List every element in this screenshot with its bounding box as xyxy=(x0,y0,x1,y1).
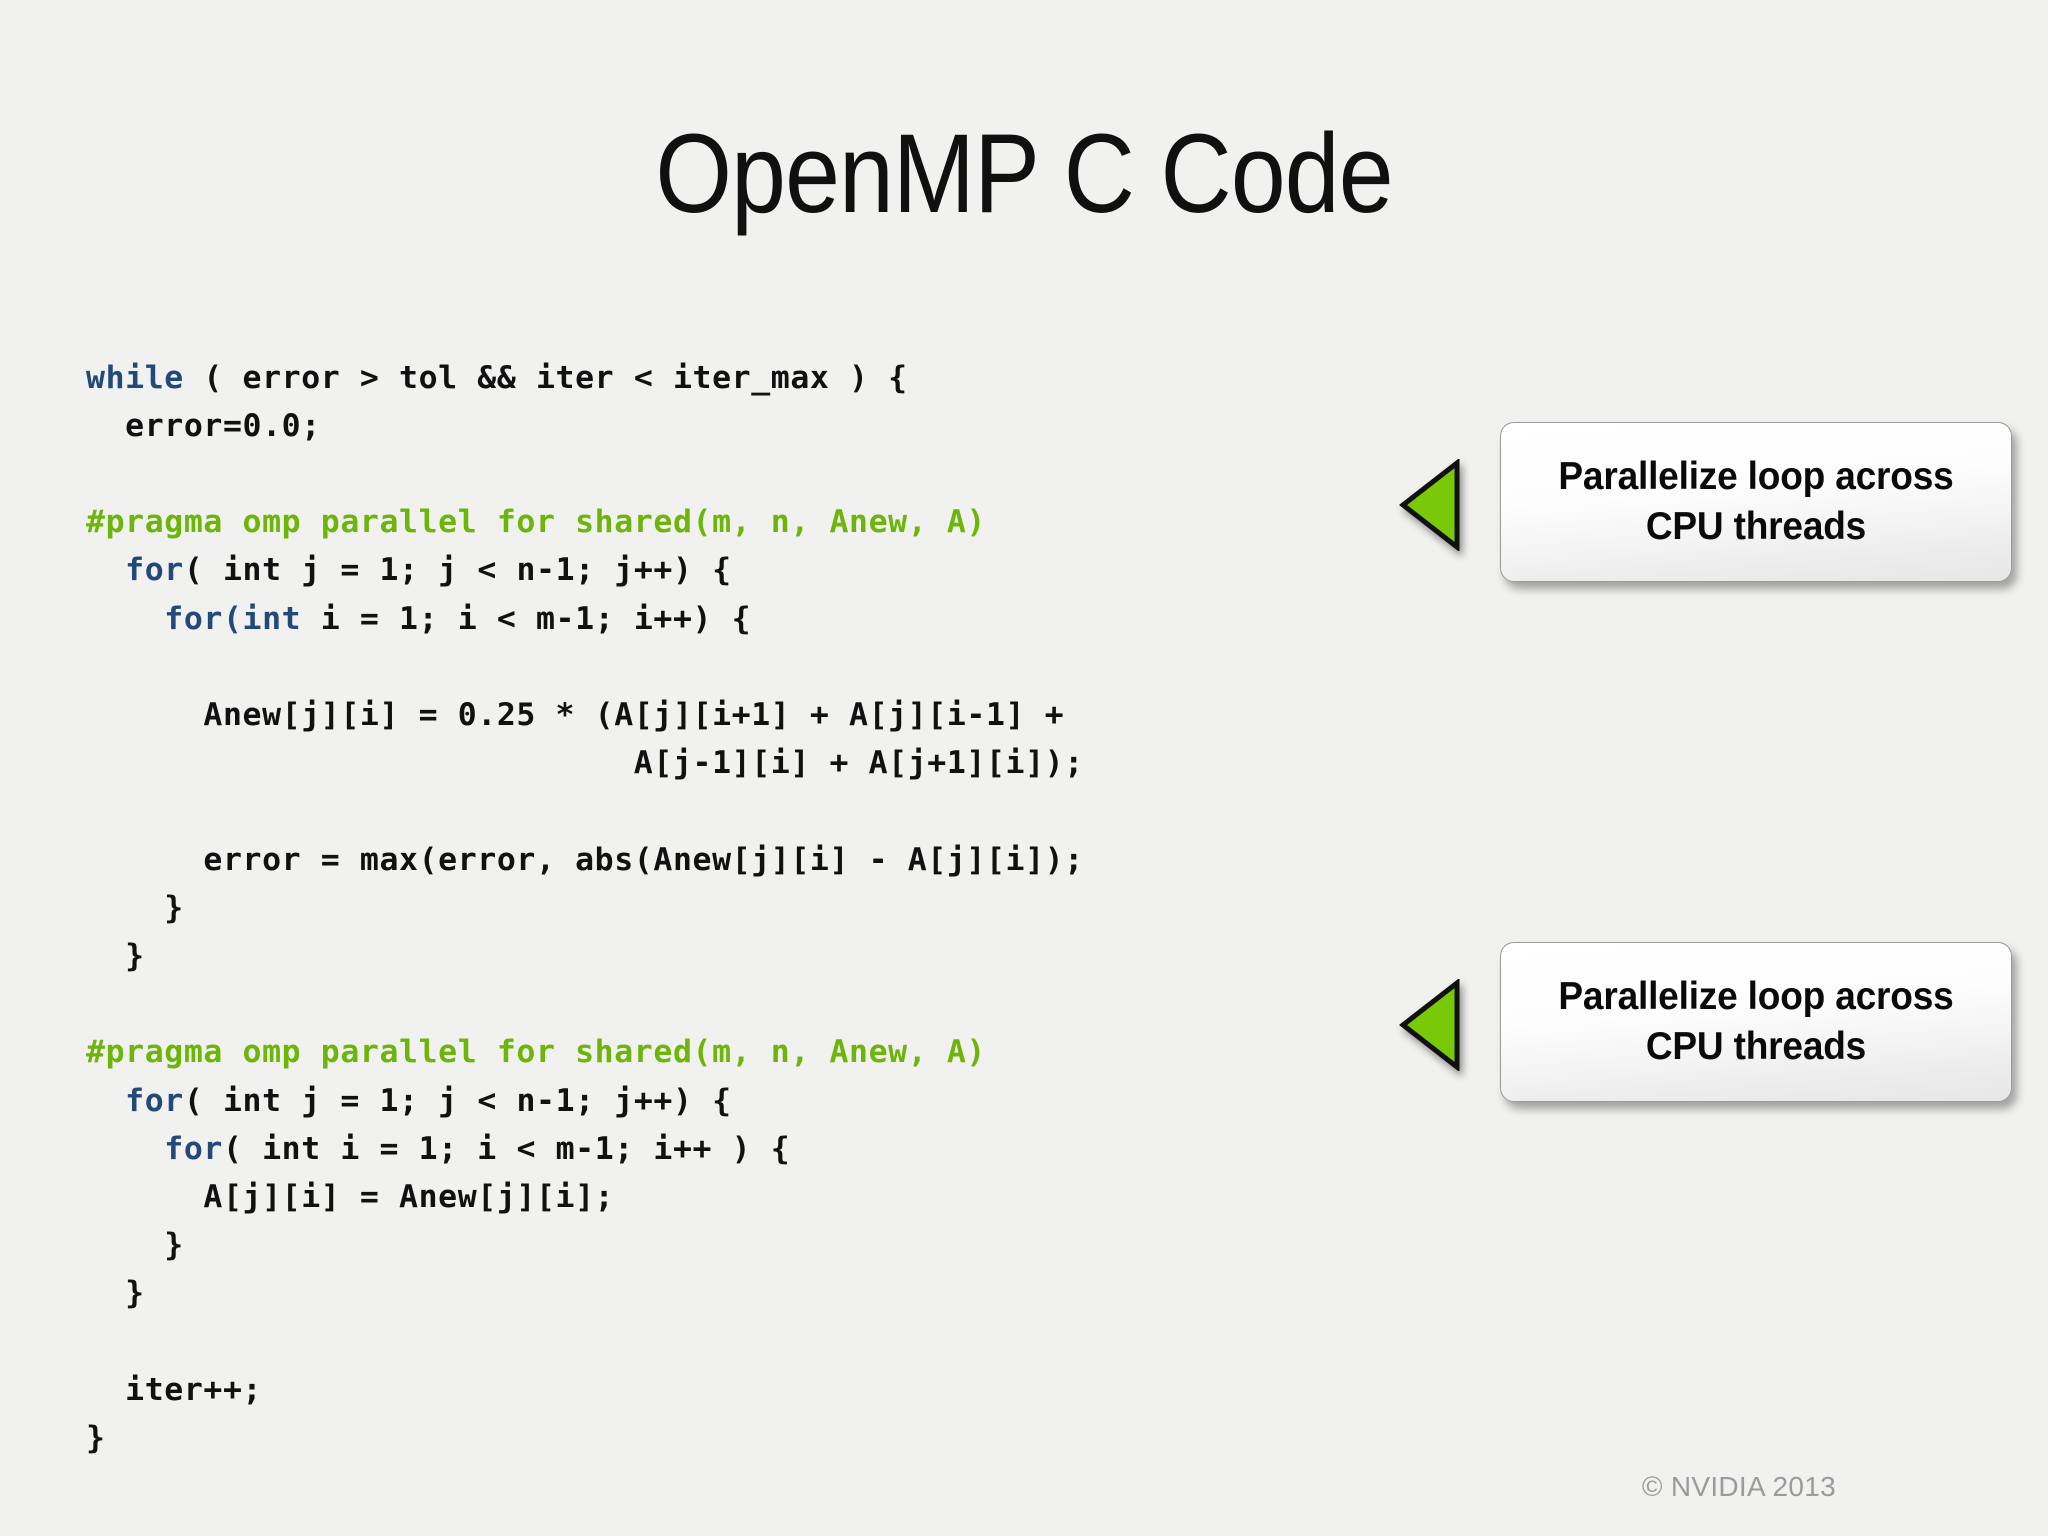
code-line xyxy=(86,450,1376,498)
code-line: for( int j = 1; j < n-1; j++) { xyxy=(86,1077,1376,1125)
code-line: } xyxy=(86,884,1376,932)
code-line xyxy=(86,1318,1376,1366)
callout-box-2: Parallelize loop across CPU threads xyxy=(1500,942,2012,1102)
code-line: error=0.0; xyxy=(86,402,1376,450)
code-token: } xyxy=(86,889,184,926)
callout-arrow-1-icon xyxy=(1399,459,1461,551)
code-token: while xyxy=(86,359,184,396)
code-token: for(int xyxy=(164,600,302,637)
code-token: #pragma omp parallel for shared(m, n, An… xyxy=(86,504,986,541)
code-line xyxy=(86,980,1376,1028)
callout-arrow-2-icon xyxy=(1399,979,1461,1071)
code-line: Anew[j][i] = 0.25 * (A[j][i+1] + A[j][i-… xyxy=(86,691,1376,739)
code-token: error=0.0; xyxy=(86,407,321,444)
code-token: } xyxy=(86,1227,184,1264)
code-line: A[j-1][i] + A[j+1][i]); xyxy=(86,739,1376,787)
code-token: for xyxy=(164,1130,223,1167)
code-token: #pragma omp parallel for shared(m, n, An… xyxy=(86,1034,986,1071)
code-line: #pragma omp parallel for shared(m, n, An… xyxy=(86,498,1376,546)
code-token: A[j-1][i] + A[j+1][i]); xyxy=(86,745,1084,782)
code-token: error = max(error, abs(Anew[j][i] - A[j]… xyxy=(86,841,1084,878)
code-token xyxy=(86,1083,125,1119)
callout-box-1: Parallelize loop across CPU threads xyxy=(1500,422,2012,582)
code-line: } xyxy=(86,1414,1376,1462)
code-token: ( int i = 1; i < m-1; i++ ) { xyxy=(222,1130,791,1167)
code-token: iter++; xyxy=(86,1371,263,1408)
code-token: for xyxy=(125,552,184,589)
callout-2-text: Parallelize loop across CPU threads xyxy=(1558,975,1954,1068)
callout-1-text: Parallelize loop across CPU threads xyxy=(1558,455,1954,548)
code-line xyxy=(86,643,1376,691)
code-line: for(int i = 1; i < m-1; i++) { xyxy=(86,595,1376,643)
code-line: #pragma omp parallel for shared(m, n, An… xyxy=(86,1028,1376,1076)
code-token: A[j][i] = Anew[j][i]; xyxy=(86,1178,615,1215)
code-token: i = 1; i < m-1; i++) { xyxy=(301,600,752,637)
code-token: } xyxy=(86,937,145,974)
code-token: for xyxy=(125,1082,184,1119)
code-line: } xyxy=(86,1269,1376,1317)
code-listing: while ( error > tol && iter < iter_max )… xyxy=(86,354,1376,1463)
page-title: OpenMP C Code xyxy=(655,111,1393,236)
footer-copyright: © NVIDIA 2013 xyxy=(1641,1471,1836,1502)
code-token xyxy=(86,1131,164,1167)
code-token: ( int j = 1; j < n-1; j++) { xyxy=(183,1082,732,1119)
code-token: } xyxy=(86,1419,106,1456)
code-line: for( int j = 1; j < n-1; j++) { xyxy=(86,546,1376,594)
code-token: } xyxy=(86,1275,145,1312)
code-line: while ( error > tol && iter < iter_max )… xyxy=(86,354,1376,402)
code-line: error = max(error, abs(Anew[j][i] - A[j]… xyxy=(86,836,1376,884)
code-token: ( int j = 1; j < n-1; j++) { xyxy=(183,552,732,589)
code-token xyxy=(86,552,125,588)
code-token xyxy=(86,601,164,637)
code-token: ( error > tol && iter < iter_max ) { xyxy=(183,359,908,396)
code-line: for( int i = 1; i < m-1; i++ ) { xyxy=(86,1125,1376,1173)
code-line: iter++; xyxy=(86,1366,1376,1414)
code-line: A[j][i] = Anew[j][i]; xyxy=(86,1173,1376,1221)
code-line: } xyxy=(86,1221,1376,1269)
code-line xyxy=(86,787,1376,835)
code-token: Anew[j][i] = 0.25 * (A[j][i+1] + A[j][i-… xyxy=(86,696,1065,733)
code-line: } xyxy=(86,932,1376,980)
